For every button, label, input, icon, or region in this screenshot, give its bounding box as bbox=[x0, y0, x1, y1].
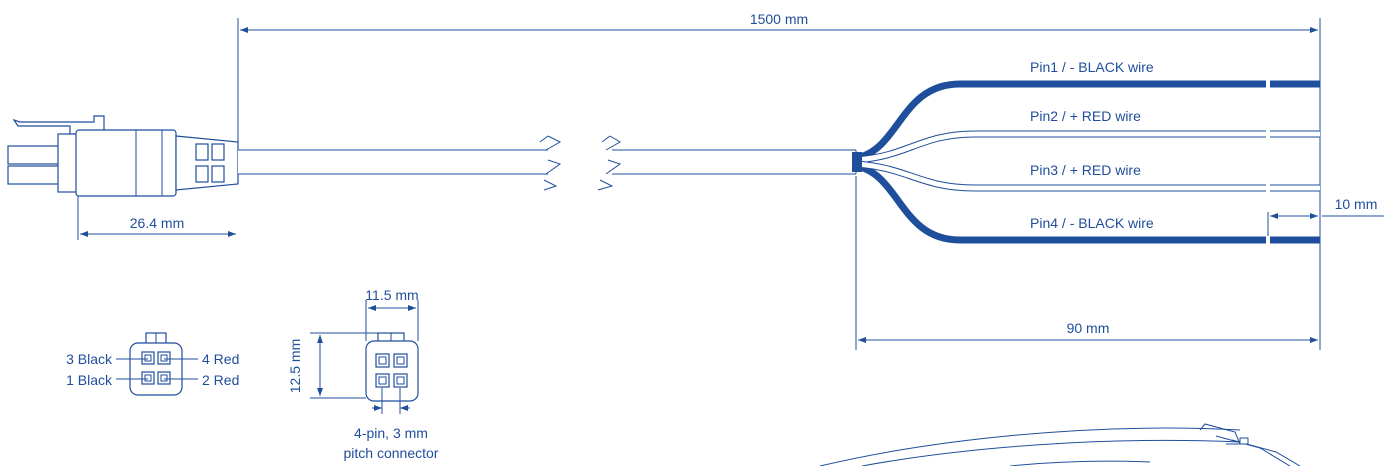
pin3-label: 3 Black bbox=[66, 351, 113, 367]
wire-label-pin2: Pin2 / + RED wire bbox=[1030, 108, 1141, 124]
breakout-length-label: 90 mm bbox=[1067, 320, 1110, 336]
connector-width-label: 11.5 mm bbox=[365, 287, 418, 303]
strip-length-dimension: 10 mm bbox=[1267, 196, 1384, 236]
strip-length-label: 10 mm bbox=[1335, 196, 1378, 212]
connector-note-line2: pitch connector bbox=[344, 445, 439, 461]
pin4-label: 4 Red bbox=[202, 351, 239, 367]
pin1-label: 1 Black bbox=[66, 372, 113, 388]
wire-label-pin1: Pin1 / - BLACK wire bbox=[1030, 59, 1154, 75]
wire-label-pin4: Pin4 / - BLACK wire bbox=[1030, 215, 1154, 231]
pinout-front-view: 3 Black 1 Black 4 Red 2 Red bbox=[66, 332, 239, 396]
wire-label-pin3: Pin3 / + RED wire bbox=[1030, 162, 1141, 178]
connector-dimension-view: 11.5 mm 12.5 mm 4-pin, 3 mm pitch connec… bbox=[287, 287, 439, 461]
connector-note-line1: 4-pin, 3 mm bbox=[354, 425, 428, 441]
wire-breakout bbox=[852, 80, 1320, 244]
connector-length-label: 26.4 mm bbox=[130, 215, 184, 231]
coiled-cable bbox=[819, 423, 1301, 466]
total-length-dimension: 1500 mm bbox=[237, 11, 1321, 350]
pin2-label: 2 Red bbox=[202, 372, 239, 388]
connector-length-dimension: 26.4 mm bbox=[77, 196, 236, 240]
connector-side-view bbox=[7, 115, 239, 197]
total-length-label: 1500 mm bbox=[750, 11, 808, 27]
connector-height-label: 12.5 mm bbox=[287, 339, 303, 393]
cable-jacket bbox=[238, 135, 857, 191]
breakout-length-dimension: 90 mm bbox=[855, 176, 1318, 350]
